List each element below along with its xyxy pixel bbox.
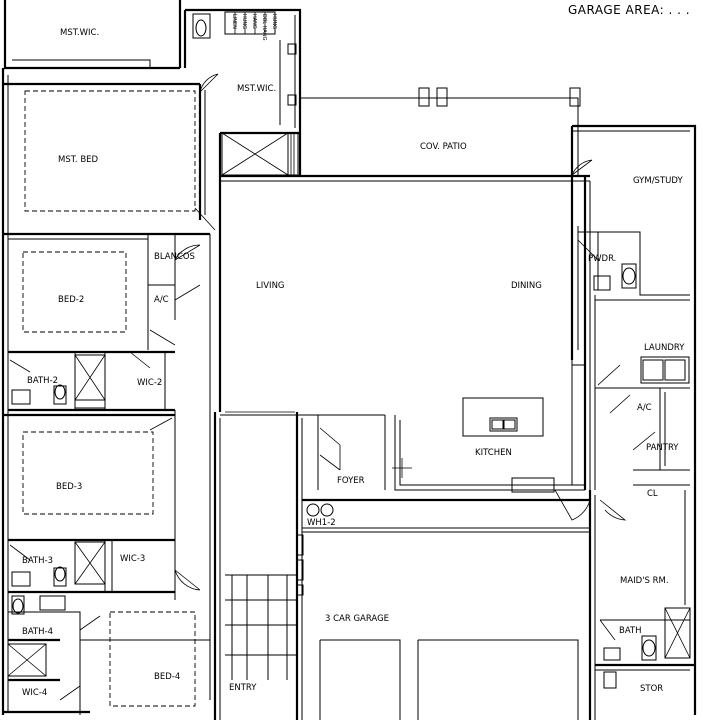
page-title: GARAGE AREA: . . . xyxy=(568,3,690,17)
room-label-bath: BATH xyxy=(619,626,642,636)
bedroom-2-area xyxy=(3,232,211,700)
master-suite xyxy=(3,11,299,231)
room-label-wic-4: WIC-4 xyxy=(22,688,47,698)
room-label-wic-3: WIC-3 xyxy=(120,554,145,564)
garage-entry xyxy=(225,498,590,720)
room-label-laundry: LAUNDRY xyxy=(644,343,685,353)
room-label-blancos: BLANCOS xyxy=(154,252,195,262)
living-kitchen xyxy=(220,180,591,521)
shelf-label: HANG xyxy=(251,14,257,29)
room-label-mst-wic-1: MST.WIC. xyxy=(60,28,99,38)
shelf-label: LINEN xyxy=(231,14,237,29)
room-label-mst-wic-2: MST.WIC. xyxy=(237,84,276,94)
room-label-dining: DINING xyxy=(511,281,542,291)
room-label-foyer: FOYER xyxy=(337,476,365,486)
room-label-bed-3: BED-3 xyxy=(56,482,82,492)
room-label-cov-patio: COV. PATIO xyxy=(420,142,467,152)
room-label-bath-3: BATH-3 xyxy=(22,556,53,566)
room-label-maids-rm: MAID'S RM. xyxy=(620,576,669,586)
bedroom-4-area xyxy=(3,595,210,715)
room-label-bed-2: BED-2 xyxy=(58,295,84,305)
shelf-label: HUNG xyxy=(271,14,277,29)
room-label-cl: CL xyxy=(647,489,658,499)
room-label-wh: WH1-2 xyxy=(307,518,336,528)
room-label-ac-2: A/C xyxy=(637,403,652,413)
room-label-pantry: PANTRY xyxy=(646,443,679,453)
room-label-3-car-garage: 3 CAR GARAGE xyxy=(325,614,389,624)
bedroom-3-area xyxy=(3,410,201,600)
room-label-stor: STOR xyxy=(640,684,663,694)
right-wing xyxy=(571,159,695,689)
shelf-label: HUNG xyxy=(241,14,247,29)
room-label-wic-2: WIC-2 xyxy=(137,378,162,388)
room-label-entry: ENTRY xyxy=(229,683,257,693)
room-label-ac-1: A/C xyxy=(154,295,169,305)
room-label-living: LIVING xyxy=(256,281,285,291)
room-label-kitchen: KITCHEN xyxy=(475,448,512,458)
shelf-label: DBL HANG xyxy=(261,14,267,41)
room-label-mst-bed: MST. BED xyxy=(58,155,99,165)
room-label-pwdr: PWDR. xyxy=(588,254,616,264)
room-label-bath-4: BATH-4 xyxy=(22,627,53,637)
room-labels: MST.WIC. MST.WIC. MST. BED COV. PATIO GY… xyxy=(22,14,685,698)
room-label-bath-2: BATH-2 xyxy=(27,376,58,386)
room-label-bed-4: BED-4 xyxy=(154,672,180,682)
room-label-gym-study: GYM/STUDY xyxy=(633,176,683,186)
